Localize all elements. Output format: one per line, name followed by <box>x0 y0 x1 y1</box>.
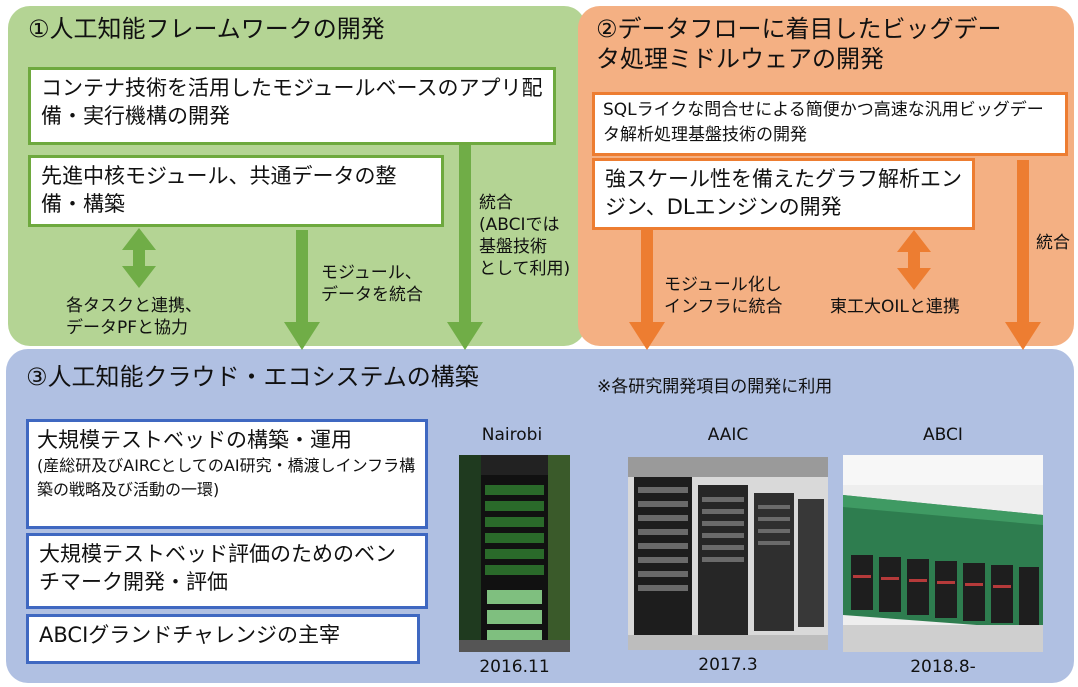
section2-title-line1: ②データフローに着目したビッグデー <box>596 15 1002 43</box>
section3-box-testbed: 大規模テストベッドの構築・運用 (産総研及びAIRCとしてのAI研究・橋渡しイン… <box>26 419 428 529</box>
section1-note-integrate: 統合 (ABCIでは 基盤技術 として利用) <box>479 192 570 280</box>
section3-note: ※各研究開発項目の開発に利用 <box>597 377 833 397</box>
aaic-photo <box>628 457 828 650</box>
green-down-arrow-module <box>284 230 320 350</box>
green-double-arrow <box>122 228 156 288</box>
section1-title: ①人工知能フレームワークの開発 <box>28 15 385 43</box>
section2-title: ②データフローに着目したビッグデー タ処理ミドルウェアの開発 <box>596 14 1002 74</box>
section2-title-line2: タ処理ミドルウェアの開発 <box>596 45 884 73</box>
system-date-aaic: 2017.3 <box>698 655 758 675</box>
section2-box-graph-engine: 強スケール性を備えたグラフ解析エンジン、DLエンジンの開発 <box>592 158 975 230</box>
section1-note-integrate-line1: 統合 <box>479 193 513 213</box>
section2-note-module-line2: インフラに統合 <box>664 297 783 317</box>
system-name-abci: ABCI <box>923 425 963 445</box>
aaic-rack-image <box>628 457 828 650</box>
orange-down-arrow-integrate <box>1005 160 1041 350</box>
section3-title: ③人工知能クラウド・エコシステムの構築 <box>26 363 479 391</box>
nairobi-photo <box>459 455 570 652</box>
section2-note-module: モジュール化し インフラに統合 <box>664 274 783 318</box>
section1-note-integrate-line2: (ABCIでは <box>479 215 560 235</box>
nairobi-rack-image <box>459 455 570 652</box>
section1-note-module-line1: モジュール、 <box>321 263 422 283</box>
section2-note-oil: 東工大OILと連携 <box>830 297 960 317</box>
section1-box-container-tech: コンテナ技術を活用したモジュールベースのアプリ配備・実行機構の開発 <box>28 67 556 145</box>
section1-box-core-modules: 先進中核モジュール、共通データの整備・構築 <box>28 155 444 227</box>
system-date-nairobi: 2016.11 <box>479 657 550 677</box>
abci-rack-image <box>843 455 1043 652</box>
system-date-abci: 2018.8- <box>910 657 976 677</box>
orange-double-arrow <box>897 230 931 290</box>
section3-box-grand-challenge: ABCIグランドチャレンジの主宰 <box>26 614 420 664</box>
section2-box-sql-bigdata: SQLライクな問合せによる簡便かつ高速な汎用ビッグデータ解析処理基盤技術の開発 <box>592 92 1068 156</box>
section2-note-module-line1: モジュール化し <box>664 275 782 295</box>
section1-note-integrate-line3: 基盤技術 <box>479 237 547 257</box>
green-down-arrow-integrate <box>447 145 483 350</box>
section3-box-benchmark: 大規模テストベッド評価のためのベンチマーク開発・評価 <box>26 533 428 609</box>
section1-note-link-line2: データPFと協力 <box>66 318 189 338</box>
orange-down-arrow-module <box>629 230 665 350</box>
section3-box-testbed-sub: (産総研及びAIRCとしてのAI研究・橋渡しインフラ構築の戦略及び活動の一環) <box>37 456 416 499</box>
section2-note-integrate: 統合 <box>1036 233 1070 253</box>
system-name-nairobi: Nairobi <box>481 425 543 445</box>
section1-note-link-line1: 各タスクと連携、 <box>66 296 202 316</box>
abci-photo <box>843 455 1043 652</box>
section3-box-testbed-main: 大規模テストベッドの構築・運用 <box>37 428 352 452</box>
section1-note-module: モジュール、 データを統合 <box>321 262 423 306</box>
system-name-aaic: AAIC <box>707 425 749 445</box>
section1-note-module-line2: データを統合 <box>321 285 423 305</box>
section1-note-link: 各タスクと連携、 データPFと協力 <box>66 295 202 339</box>
section1-note-integrate-line4: として利用) <box>479 259 571 279</box>
